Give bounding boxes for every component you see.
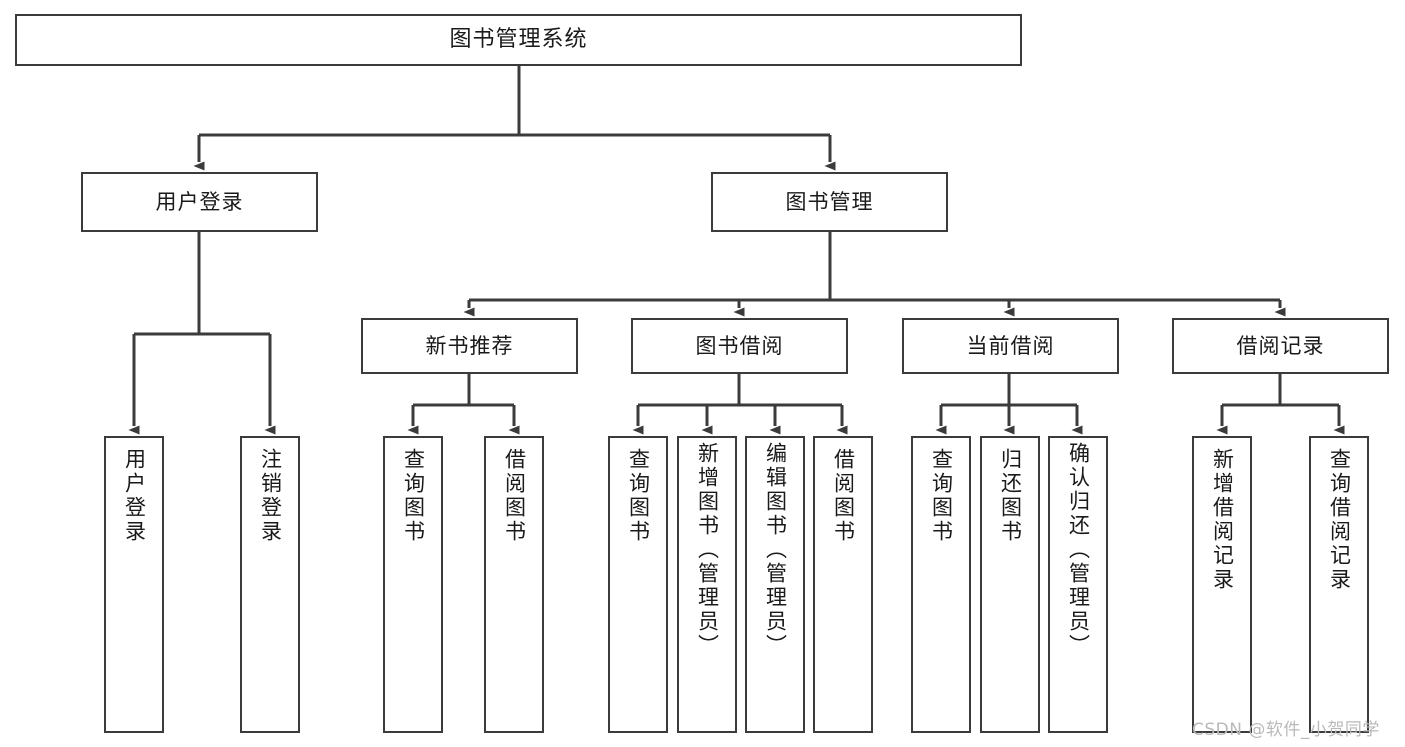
node-label: 借阅图书 (502, 448, 527, 544)
node-book-borrowing[interactable]: 图书借阅 (631, 318, 848, 374)
node-label: 用户登录 (155, 189, 244, 214)
node-label: 借阅记录 (1236, 333, 1325, 358)
leaf-new-book-query-books[interactable]: 查询图书 (383, 436, 443, 733)
node-current-borrowing[interactable]: 当前借阅 (902, 318, 1119, 374)
leaf-current-borrow-query-books[interactable]: 查询图书 (911, 436, 971, 733)
leaf-book-borrow-query-books[interactable]: 查询图书 (608, 436, 668, 733)
node-label: 注销登录 (258, 448, 283, 544)
node-label: 查询借阅记录 (1327, 448, 1352, 592)
node-label: 用户登录 (122, 448, 147, 544)
node-label: 新增图书（管理员） (695, 442, 720, 658)
node-label: 编辑图书（管理员） (763, 442, 788, 658)
leaf-current-borrow-return-books[interactable]: 归还图书 (980, 436, 1040, 733)
node-label: 归还图书 (998, 448, 1023, 544)
node-label: 查询图书 (401, 448, 426, 544)
node-label: 图书管理系统 (449, 27, 588, 53)
csdn-watermark: CSDN @软件_小贺同学 (1192, 720, 1380, 740)
leaf-book-borrow-add-book-admin[interactable]: 新增图书（管理员） (677, 436, 737, 733)
leaf-book-borrow-edit-book-admin[interactable]: 编辑图书（管理员） (745, 436, 805, 733)
node-book-management[interactable]: 图书管理 (711, 172, 948, 232)
node-root-book-management-system[interactable]: 图书管理系统 (15, 14, 1022, 66)
node-label: 图书管理 (785, 189, 874, 214)
node-label: 查询图书 (929, 448, 954, 544)
node-label: 确认归还（管理员） (1066, 442, 1091, 658)
node-label: 查询图书 (626, 448, 651, 544)
node-borrow-records[interactable]: 借阅记录 (1172, 318, 1389, 374)
leaf-new-book-borrow-books[interactable]: 借阅图书 (484, 436, 544, 733)
leaf-user-login-logout[interactable]: 注销登录 (240, 436, 300, 733)
node-label: 新书推荐 (425, 333, 514, 358)
leaf-borrow-record-add-record[interactable]: 新增借阅记录 (1192, 436, 1252, 733)
leaf-current-borrow-confirm-return-admin[interactable]: 确认归还（管理员） (1048, 436, 1108, 733)
node-new-book-recommendation[interactable]: 新书推荐 (361, 318, 578, 374)
node-label: 当前借阅 (966, 333, 1055, 358)
node-user-login[interactable]: 用户登录 (81, 172, 318, 232)
leaf-borrow-record-query-record[interactable]: 查询借阅记录 (1309, 436, 1369, 733)
node-label: 借阅图书 (831, 448, 856, 544)
node-label: 图书借阅 (695, 333, 784, 358)
leaf-book-borrow-borrow-books[interactable]: 借阅图书 (813, 436, 873, 733)
leaf-user-login-user-login[interactable]: 用户登录 (104, 436, 164, 733)
node-label: 新增借阅记录 (1210, 448, 1235, 592)
